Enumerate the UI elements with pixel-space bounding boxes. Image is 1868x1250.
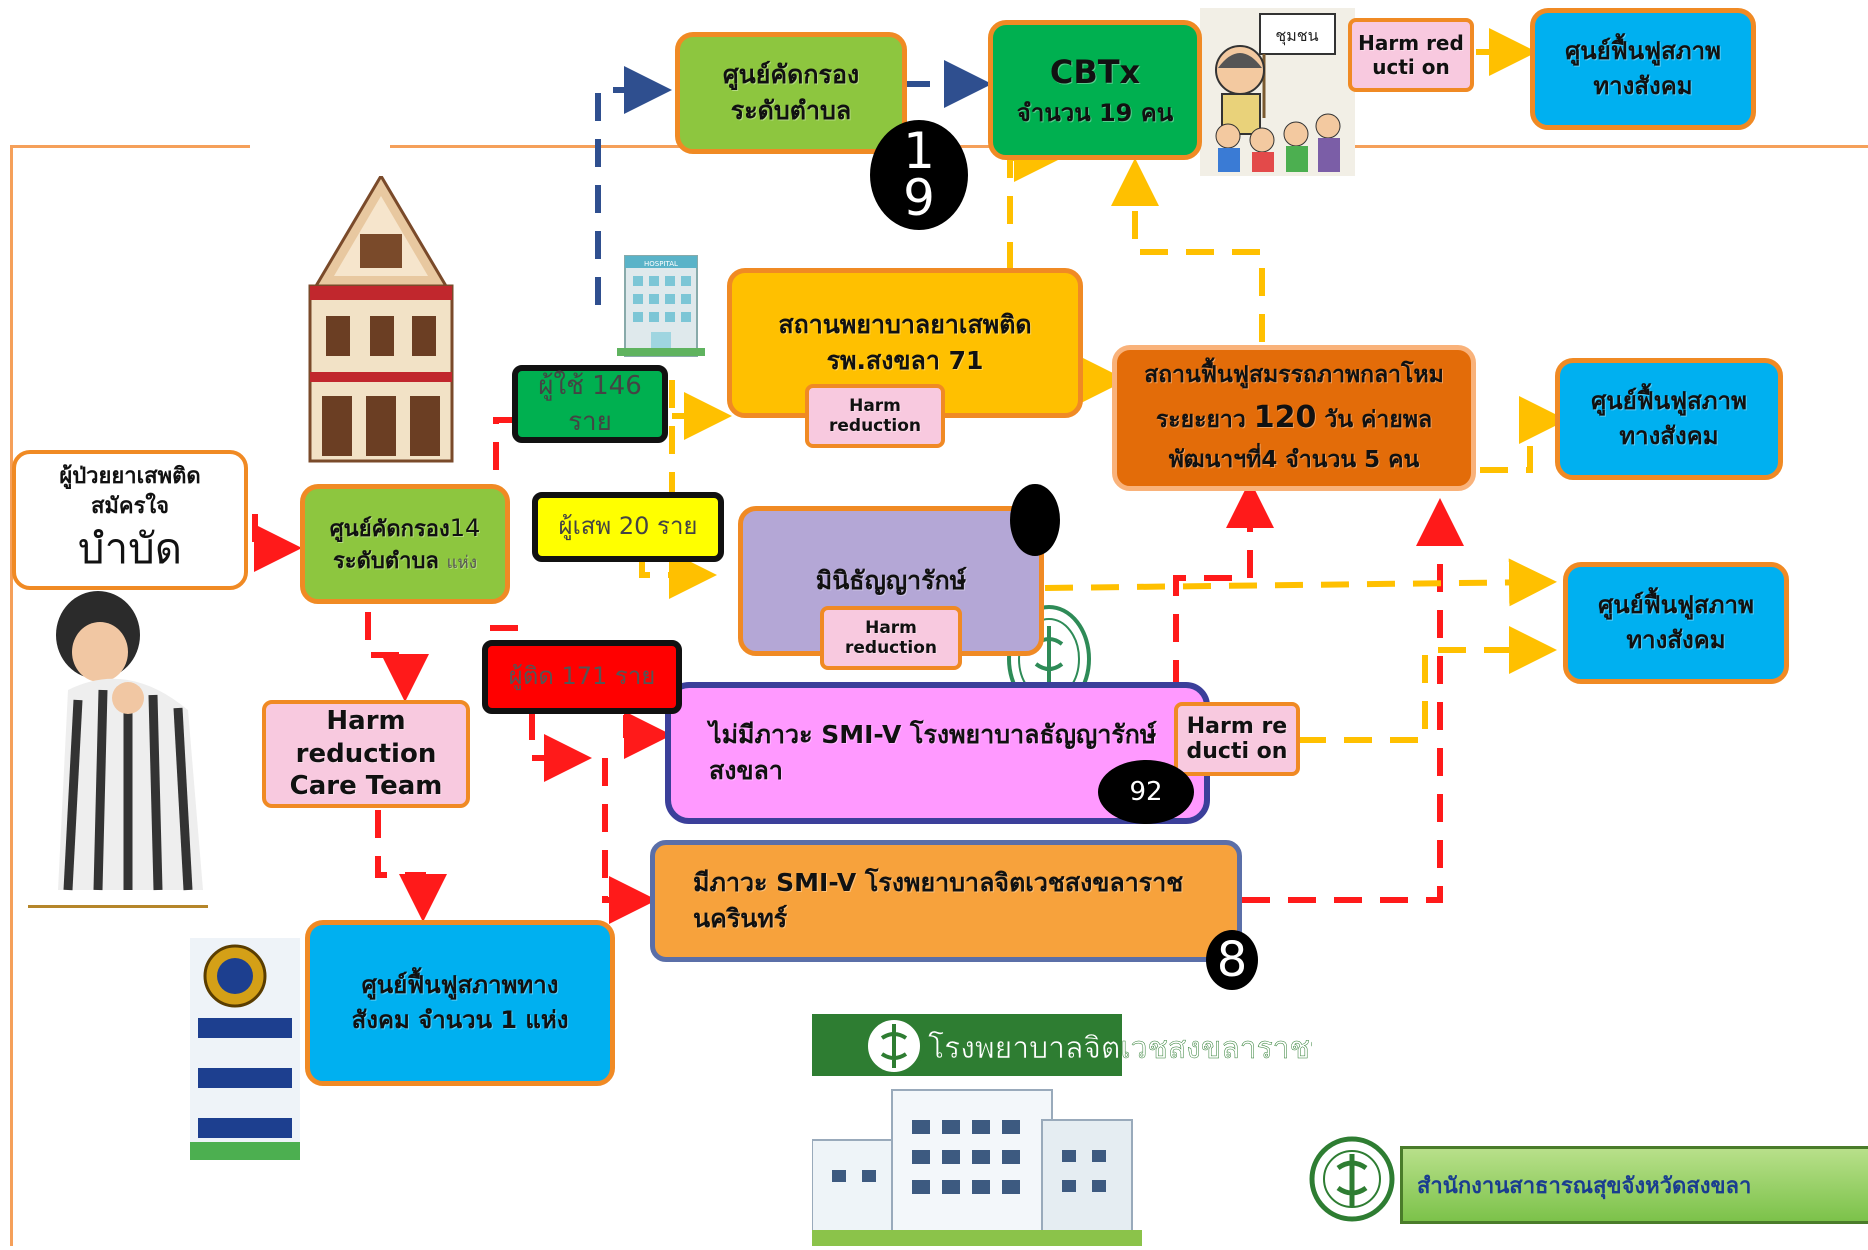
arrow-screening-to-care-team xyxy=(365,612,429,702)
frame-top-line-left xyxy=(10,145,250,148)
provincial-hall-building xyxy=(190,938,300,1160)
harm-reduction-3: Harm reducti on xyxy=(1174,702,1300,776)
long-term-line1: สถานฟื้นฟูสมรรถภาพกลาโหม xyxy=(1144,362,1444,389)
screening-center-main: ศูนย์คัดกรอง14 ระดับตำบล แห่ง xyxy=(300,484,510,604)
social-rehab-lower-text: ศูนย์ฟื้นฟูสภาพ ทางสังคม xyxy=(1598,591,1754,654)
long-term-line2: ระยะยาว 120 วัน ค่ายพล xyxy=(1156,394,1432,442)
screening-main-title: ศูนย์คัดกรอง xyxy=(329,516,450,542)
long-term-days: 120 xyxy=(1253,400,1317,435)
patient-ground-line xyxy=(28,905,208,908)
no-smiv-line2: สงขลา xyxy=(709,756,783,785)
care-team-line1: Harm xyxy=(326,706,406,737)
patient-line2: สมัครใจ xyxy=(90,493,170,519)
abuser-count-tag: ผู้เสพ 20 ราย xyxy=(532,492,724,562)
user-count-tag-text: ผู้ใช้ 146 ราย xyxy=(538,370,642,437)
arrow-addict-to-no-smiv xyxy=(529,712,592,782)
arrow-screening-to-addict xyxy=(490,625,523,650)
user-count-tag: ผู้ใช้ 146 ราย xyxy=(512,365,668,443)
care-team-line2: reduction xyxy=(295,738,437,769)
badge-8: 8 xyxy=(1206,930,1258,990)
arrow-harm3-to-social-lower xyxy=(1298,626,1557,743)
social-rehab-bottom-line2: สังคม จำนวน 1 แห่ง xyxy=(351,1006,569,1034)
cbtx-title: CBTx xyxy=(1049,53,1141,92)
harm-reduction-1-text: Harm reduction xyxy=(829,395,921,436)
social-rehab-top-text: ศูนย์ฟื้นฟูสภาพ ทางสังคม xyxy=(1565,37,1721,100)
screening-main-count: 14 xyxy=(449,513,481,542)
social-rehab-top: ศูนย์ฟื้นฟูสภาพ ทางสังคม xyxy=(1530,8,1756,130)
arrow-care-team-to-social xyxy=(375,810,447,922)
harm-reduction-community: Harm reducti on xyxy=(1348,18,1474,92)
cbtx-subtitle: จำนวน 19 คน xyxy=(1016,98,1174,127)
social-rehab-mid: ศูนย์ฟื้นฟูสภาพ ทางสังคม xyxy=(1555,358,1783,480)
social-rehab-mid-text: ศูนย์ฟื้นฟูสภาพ ทางสังคม xyxy=(1591,387,1747,450)
badge-8-text: 8 xyxy=(1216,932,1248,988)
long-term-line2a: ระยะยาว xyxy=(1155,407,1246,433)
cbtx-box: CBTx จำนวน 19 คน xyxy=(988,20,1202,160)
patient-figure xyxy=(28,590,228,910)
patient-line3: บำบัด xyxy=(77,524,183,574)
screening-main-unit: แห่ง xyxy=(446,552,478,573)
no-smiv-line1: ไม่มีภาวะ SMI-V โรงพยาบาลธัญญารักษ์ xyxy=(709,719,1157,749)
arrow-long-term-to-social-mid xyxy=(1480,396,1567,473)
harm-reduction-3-text: Harm reducti on xyxy=(1186,713,1288,764)
psych-hospital-building xyxy=(811,1050,1142,1247)
frame-left-line xyxy=(10,145,13,1246)
harm-reduction-community-text: Harm reducti on xyxy=(1358,31,1464,79)
arrow-long-term-to-cbtx xyxy=(1111,158,1265,342)
screening-top-line2: ระดับตำบล xyxy=(730,96,852,125)
mini-thanyarak-text: มินิธัญญารักษ์ xyxy=(815,566,967,595)
badge-19: 1 9 xyxy=(870,120,968,230)
harm-reduction-2: Harm reduction xyxy=(820,606,962,670)
addict-count-tag-text: ผู้ติด 171 ราย xyxy=(508,662,656,691)
arrow-no-smiv-to-long-term xyxy=(1173,480,1274,688)
screening-main-line1: ศูนย์คัดกรอง14 xyxy=(330,511,481,546)
harm-reduction-care-team: Harm reduction Care Team xyxy=(262,700,470,808)
badge-mini xyxy=(1010,484,1060,556)
screening-center-top: ศูนย์คัดกรอง ระดับตำบล xyxy=(675,32,907,154)
hospital-building-icon: HOSPITAL xyxy=(615,248,707,360)
harm-reduction-1: Harm reduction xyxy=(805,384,945,448)
arrow-addict-to-smiv xyxy=(602,758,657,924)
social-rehab-lower: ศูนย์ฟื้นฟูสภาพ ทางสังคม xyxy=(1563,562,1789,684)
moph-emblem-large xyxy=(1308,1134,1396,1224)
hospital-sign-text: HOSPITAL xyxy=(644,260,678,268)
badge-19-text: 1 9 xyxy=(903,121,935,227)
community-cartoon: ชุมชน xyxy=(1200,8,1355,176)
screening-main-level: ระดับตำบล xyxy=(332,548,439,574)
arrow-to-screening-top xyxy=(595,66,672,305)
provincial-office-banner: สำนักงานสาธารณสุขจังหวัดสงขลา xyxy=(1400,1146,1868,1224)
arrow-hospital-to-cbtx xyxy=(1007,134,1062,270)
long-term-rehab-center: สถานฟื้นฟูสมรรถภาพกลาโหม ระยะยาว 120 วัน… xyxy=(1112,345,1476,491)
screening-top-line1: ศูนย์คัดกรอง xyxy=(722,59,860,89)
social-rehab-bottom-line1: ศูนย์ฟื้นฟูสภาพทาง xyxy=(361,971,559,1000)
care-team-line3: Care Team xyxy=(289,771,443,802)
arrow-screening-to-user xyxy=(493,417,518,470)
patient-box: ผู้ป่วยยาเสพติด สมัครใจ บำบัด xyxy=(12,450,248,590)
screening-main-line2: ระดับตำบล แห่ง xyxy=(333,546,477,578)
abuser-count-tag-text: ผู้เสพ 20 ราย xyxy=(558,512,698,541)
badge-92-text: 92 xyxy=(1129,777,1163,807)
provincial-office-text: สำนักงานสาธารณสุขจังหวัดสงขลา xyxy=(1417,1172,1752,1199)
arrow-smiv-to-long-term xyxy=(1242,498,1464,903)
patient-line1: ผู้ป่วยยาเสพติด xyxy=(59,463,201,489)
arrow-addict-to-long-term xyxy=(623,711,672,759)
addict-count-tag: ผู้ติด 171 ราย xyxy=(482,640,682,714)
social-rehab-bottom: ศูนย์ฟื้นฟูสภาพทาง สังคม จำนวน 1 แห่ง xyxy=(305,920,615,1086)
community-sign-text: ชุมชน xyxy=(1275,26,1318,46)
smiv-line1: มีภาวะ SMI-V โรงพยาบาลจิตเวชสงขลาราช xyxy=(693,867,1184,897)
badge-92: 92 xyxy=(1098,760,1194,824)
drug-hospital-line2: รพ.สงขลา 71 xyxy=(826,346,984,376)
smiv-line2: นครินทร์ xyxy=(693,904,788,933)
long-term-line2c: วัน ค่ายพล xyxy=(1324,407,1433,433)
long-term-line3: พัฒนาฯที่4 จำนวน 5 คน xyxy=(1168,447,1420,473)
harm-reduction-2-text: Harm reduction xyxy=(845,617,937,658)
drug-hospital-line1: สถานพยาบาลยาเสพติด xyxy=(778,310,1032,339)
smiv-hospital: มีภาวะ SMI-V โรงพยาบาลจิตเวชสงขลาราช นคร… xyxy=(650,840,1242,962)
arrow-mini-to-social-lower xyxy=(1044,558,1557,607)
district-office-building xyxy=(302,173,460,466)
